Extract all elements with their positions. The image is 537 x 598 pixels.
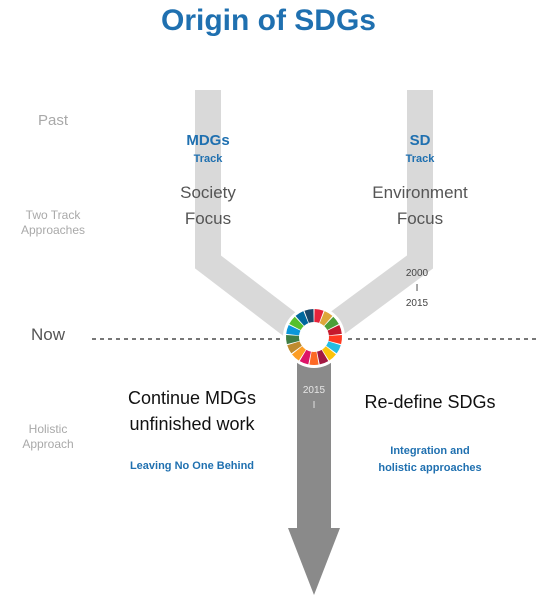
sdg-wheel-segment: [326, 341, 341, 354]
mdgs-track-sub: Track: [193, 153, 223, 165]
page-title: Origin of SDGs: [160, 4, 376, 37]
leaving-no-one-behind: Leaving No One Behind: [129, 460, 255, 472]
sdg-wheel-segment: [327, 325, 342, 336]
mdgs-focus-line-2: Focus: [184, 209, 232, 228]
trunk-year-separator: I: [312, 400, 316, 411]
redefine-sdgs-heading: Re-define SDGs: [364, 392, 496, 412]
continue-mdgs-line-1: Continue MDGs: [127, 388, 257, 408]
sdg-wheel-segment: [304, 309, 314, 323]
integration-tagline-line-1: Integration and: [390, 445, 470, 457]
sd-year-separator: I: [415, 283, 419, 294]
two-track-label: Two Track Approaches: [12, 208, 94, 238]
sdg-wheel-segment: [286, 334, 300, 345]
sd-focus: Environment Focus: [356, 180, 484, 232]
sd-focus-line-2: Focus: [396, 209, 444, 228]
sdg-wheel-segment: [291, 346, 306, 361]
sd-track-name: SD: [409, 132, 431, 149]
continue-mdgs-line-2: unfinished work: [129, 414, 255, 434]
sdg-wheel-segment: [289, 316, 304, 331]
sdg-wheel-segment: [309, 351, 319, 365]
sd-track-path: [320, 90, 433, 341]
sd-year-end: 2015: [405, 298, 429, 309]
mdgs-track-path: [195, 90, 305, 341]
integration-tagline: Integration and holistic approaches: [350, 443, 510, 477]
two-track-label-line-2: Approaches: [20, 223, 86, 237]
sdg-wheel-segment: [299, 349, 311, 365]
sd-year-start: 2000: [405, 268, 429, 279]
mdgs-focus: Society Focus: [158, 180, 258, 232]
sd-track-sub: Track: [405, 153, 435, 165]
holistic-label: Holistic Approach: [16, 422, 80, 452]
continue-mdgs-heading: Continue MDGs unfinished work: [102, 385, 282, 437]
mdgs-focus-line-1: Society: [180, 183, 236, 202]
trunk-arrow-shaft: [297, 350, 331, 530]
past-label: Past: [37, 112, 68, 129]
now-label: Now: [30, 325, 65, 344]
sd-years: 2000 I 2015: [392, 266, 442, 311]
sdg-wheel-icon: [283, 306, 345, 368]
sdg-wheel-segment: [319, 311, 333, 326]
sdg-wheel-segment: [328, 334, 343, 345]
sd-focus-line-1: Environment: [372, 183, 468, 202]
trunk-arrow-head: [288, 528, 340, 595]
sdg-wheel-segment: [314, 309, 324, 323]
sdg-wheel-segment: [324, 316, 339, 331]
holistic-label-line-2: Approach: [22, 437, 74, 451]
two-track-label-line-1: Two Track: [25, 208, 81, 222]
sdg-wheel-segment: [287, 341, 302, 354]
sdg-wheel-segment: [317, 349, 329, 365]
trunk-years: 2015 I: [292, 383, 336, 413]
trunk-year-start: 2015: [302, 385, 326, 396]
holistic-label-line-1: Holistic: [28, 422, 68, 436]
mdgs-track-name: MDGs: [186, 132, 230, 149]
integration-tagline-line-2: holistic approaches: [378, 462, 482, 474]
sdg-wheel-segment: [286, 325, 301, 336]
sdg-wheel-segment: [295, 311, 309, 326]
sdg-wheel-segment: [322, 346, 337, 361]
